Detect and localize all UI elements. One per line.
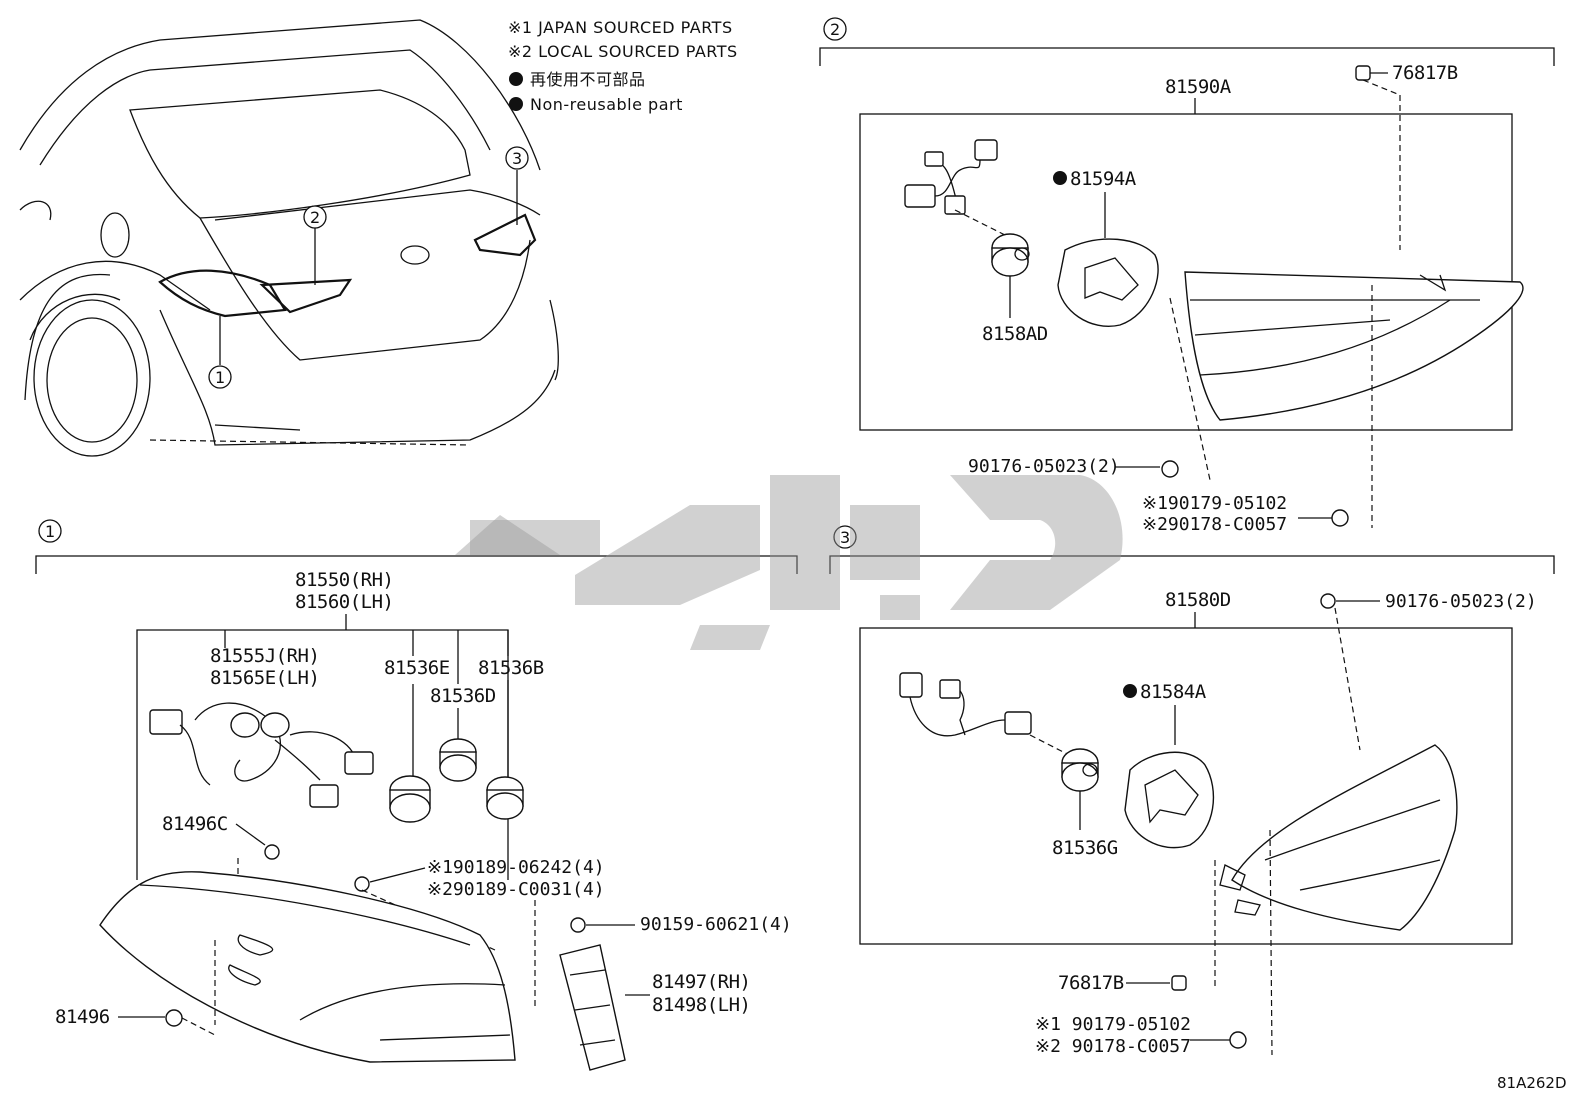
watermark-logo [455, 475, 1123, 650]
bulb-socket-81536B [486, 776, 524, 820]
label-90179-05102-sec2: ※190179-05102 [1142, 493, 1287, 514]
assembly-box-81580D [859, 627, 1513, 945]
section-2: 2 81590A 76817B 8158AD [819, 17, 1555, 535]
label-90189-06242: ※190189-06242(4) [427, 857, 605, 878]
bulb-socket-8158AD [991, 233, 1030, 277]
callout-2-overview: 2 [303, 205, 327, 229]
gasket-81584A [1124, 751, 1215, 849]
section-2-callout: 2 [823, 17, 847, 41]
section-3: 3 81580D 90176-05023(2) 81536G 81584A [829, 525, 1555, 1057]
label-76817B-bottom: 76817B [1058, 972, 1124, 994]
label-90179-05102-sec3: ※1 90179-05102 [1035, 1014, 1191, 1035]
label-90178-C0057-sec3: ※2 90178-C0057 [1035, 1036, 1191, 1057]
non-reusable-dot-icon [509, 97, 523, 111]
label-90159-60621: 90159-60621(4) [640, 914, 792, 935]
label-81584A: 81584A [1140, 681, 1207, 703]
callout-number: 2 [830, 20, 840, 39]
label-81496: 81496 [55, 1006, 110, 1028]
label-81498-LH: 81498(LH) [652, 994, 750, 1016]
label-81555J-RH: 81555J(RH) [210, 645, 319, 667]
wire-harness-section2 [904, 139, 998, 215]
label-81496C: 81496C [162, 813, 228, 835]
clip-icon [165, 1009, 183, 1027]
bulb-socket-81536D [439, 738, 477, 782]
assembly-box-81590A [859, 113, 1513, 431]
label-76817B-top: 76817B [1392, 62, 1458, 84]
legend-japan-sourced: ※1 JAPAN SOURCED PARTS [508, 18, 733, 37]
legend-nonreusable-jp: 再使用不可部品 [530, 70, 646, 89]
section-1-callout: 1 [38, 519, 62, 543]
nut-icon [1229, 1031, 1247, 1049]
label-90176-05023-sec3: 90176-05023(2) [1385, 591, 1537, 612]
callout-number: 3 [840, 528, 850, 547]
clip-icon [264, 844, 280, 860]
screw-icon [1320, 593, 1336, 609]
car-rear-overview: 1 2 3 [19, 19, 559, 457]
non-reusable-dot-icon [1123, 684, 1137, 698]
label-90176-05023-sec2: 90176-05023(2) [968, 456, 1120, 477]
label-81560LH: 81560(LH) [295, 591, 393, 613]
label-81536D: 81536D [430, 685, 496, 707]
callout-number: 2 [310, 208, 320, 227]
section-3-callout: 3 [833, 525, 857, 549]
section-1: 1 81550(RH) 81560(LH) 81555J(RH) 81565E(… [35, 519, 798, 1071]
label-8158AD: 8158AD [982, 323, 1048, 345]
screw-icon [1161, 460, 1179, 478]
legend: ※1 JAPAN SOURCED PARTS ※2 LOCAL SOURCED … [508, 18, 738, 114]
label-81536G: 81536G [1052, 837, 1118, 859]
label-81565E-LH: 81565E(LH) [210, 667, 319, 689]
drawing-code: 81A262D [1497, 1074, 1567, 1092]
non-reusable-dot-icon [509, 72, 523, 86]
legend-nonreusable-en: Non-reusable part [530, 95, 683, 114]
outer-tail-lamp-81550 [99, 871, 516, 1063]
label-81590A: 81590A [1165, 76, 1232, 98]
label-81536E: 81536E [384, 657, 450, 679]
bulb-socket-81536G [1061, 748, 1099, 792]
wire-harness-section3 [899, 672, 1032, 737]
callout-3-overview: 3 [505, 146, 529, 170]
gasket-81594A [1057, 238, 1159, 327]
callout-number: 1 [45, 522, 55, 541]
callout-number: 1 [215, 368, 225, 387]
inner-tail-lamp-81590A [1184, 271, 1524, 421]
label-90189-C0031: ※290189-C0031(4) [427, 879, 605, 900]
legend-local-sourced: ※2 LOCAL SOURCED PARTS [508, 42, 738, 61]
bulb-socket-81536E [389, 775, 431, 823]
label-81497-RH: 81497(RH) [652, 971, 750, 993]
clip-icon [1171, 975, 1187, 991]
label-90178-C0057-sec2: ※290178-C0057 [1142, 514, 1287, 535]
label-81594A: 81594A [1070, 168, 1137, 190]
inner-tail-lamp-81580D [1219, 744, 1458, 931]
wire-harness-section1 [149, 702, 374, 808]
label-81536B: 81536B [478, 657, 544, 679]
bracket-81497 [559, 944, 626, 1071]
non-reusable-dot-icon [1053, 171, 1067, 185]
callout-number: 3 [512, 149, 522, 168]
clip-icon [1355, 65, 1371, 81]
bolt-icon [354, 876, 370, 892]
label-81580D: 81580D [1165, 589, 1231, 611]
nut-icon [1331, 509, 1349, 527]
screw-icon [570, 917, 586, 933]
label-81550RH: 81550(RH) [295, 569, 393, 591]
callout-1-overview: 1 [208, 365, 232, 389]
